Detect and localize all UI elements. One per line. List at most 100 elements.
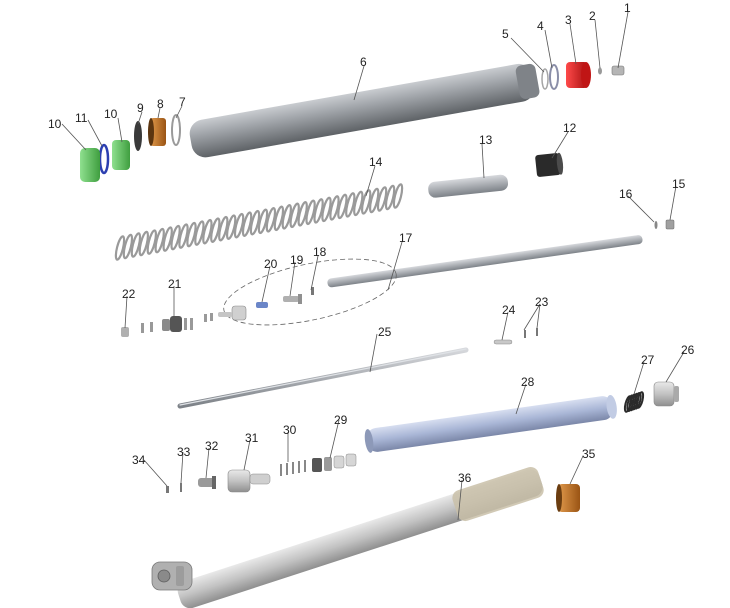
spring-coil bbox=[321, 196, 332, 223]
callout-29: 29 bbox=[334, 413, 348, 427]
spring-coil bbox=[273, 205, 285, 232]
bolt-part-22 bbox=[121, 327, 129, 337]
spring-coil bbox=[194, 220, 205, 246]
spring-coil bbox=[146, 229, 158, 255]
spring-coil bbox=[297, 201, 308, 227]
spring-coil bbox=[329, 195, 340, 221]
callout-13: 13 bbox=[479, 133, 493, 147]
spring-coil bbox=[360, 189, 372, 215]
callout-28: 28 bbox=[521, 375, 535, 389]
spring-coil bbox=[114, 235, 126, 261]
spring-coil bbox=[186, 221, 197, 248]
green-bushing-part-10-right bbox=[112, 140, 130, 170]
spring-coil bbox=[368, 187, 380, 214]
spring-coil bbox=[178, 223, 189, 249]
spring-coil bbox=[241, 211, 253, 237]
callout-27: 27 bbox=[641, 353, 655, 367]
callout-22: 22 bbox=[122, 287, 136, 301]
callout-23: 23 bbox=[535, 295, 549, 309]
o-ring-part-4 bbox=[549, 64, 559, 90]
blue-seal-ring-part-11 bbox=[98, 143, 110, 175]
callout-10-right: 10 bbox=[104, 107, 118, 121]
spring-coil bbox=[202, 218, 213, 245]
callout-26: 26 bbox=[681, 343, 695, 357]
cap-part-26 bbox=[653, 381, 679, 407]
bronze-bushing-part-35 bbox=[556, 484, 580, 512]
washer-part-7 bbox=[171, 114, 181, 146]
callout-16: 16 bbox=[619, 187, 633, 201]
spring-coil bbox=[162, 226, 173, 252]
spring-coil bbox=[384, 184, 396, 211]
lower-leg-part-36 bbox=[151, 466, 544, 608]
black-spacer-part-12 bbox=[535, 152, 564, 177]
callout-2: 2 bbox=[589, 9, 596, 23]
valve-pin-part-19 bbox=[283, 294, 302, 304]
spring-coil bbox=[376, 186, 388, 212]
callout-5: 5 bbox=[502, 27, 509, 41]
leader-lines bbox=[61, 11, 685, 521]
spring-coil bbox=[337, 193, 348, 220]
outer-tube-part-6 bbox=[189, 63, 540, 158]
callout-10-left: 10 bbox=[48, 117, 62, 131]
cartridge-group-ellipse bbox=[223, 258, 397, 326]
callout-14: 14 bbox=[369, 155, 383, 169]
callout-6: 6 bbox=[360, 55, 367, 69]
spring-coil bbox=[635, 391, 645, 409]
o-ring-part-33 bbox=[180, 483, 182, 492]
small-ring-part-2 bbox=[598, 67, 602, 75]
adjuster-part-32 bbox=[198, 476, 216, 489]
spring-coil bbox=[130, 232, 142, 258]
spring-coil bbox=[265, 207, 277, 233]
spring-coil bbox=[218, 215, 229, 242]
callout-4: 4 bbox=[537, 19, 544, 33]
spring-coil bbox=[154, 227, 165, 254]
spring-coil bbox=[257, 208, 269, 235]
spring-coil bbox=[170, 224, 181, 251]
dark-ring-part-9 bbox=[134, 121, 142, 151]
spring-coil bbox=[233, 212, 245, 239]
spring-part-27 bbox=[623, 391, 645, 413]
shims-part-30 bbox=[280, 460, 306, 476]
callout-17: 17 bbox=[399, 231, 413, 245]
bronze-bushing-part-8 bbox=[148, 118, 166, 146]
callout-15: 15 bbox=[672, 177, 686, 191]
callout-20: 20 bbox=[264, 257, 278, 271]
callout-19: 19 bbox=[290, 253, 304, 267]
blue-spring-part-20 bbox=[256, 302, 268, 308]
preload-spacer-part-13 bbox=[428, 174, 509, 198]
callout-32: 32 bbox=[205, 439, 219, 453]
long-rod-part-25 bbox=[177, 347, 469, 409]
washer-part-16 bbox=[654, 221, 658, 229]
callout-18: 18 bbox=[313, 245, 327, 259]
callout-1: 1 bbox=[624, 1, 631, 15]
callout-33: 33 bbox=[177, 445, 191, 459]
spring-coil bbox=[353, 190, 364, 217]
callout-30: 30 bbox=[283, 423, 297, 437]
callout-3: 3 bbox=[565, 13, 572, 27]
callout-12: 12 bbox=[563, 121, 577, 135]
callout-11: 11 bbox=[75, 111, 88, 125]
spring-coil bbox=[281, 204, 293, 230]
spring-coil bbox=[345, 192, 356, 218]
callout-25: 25 bbox=[378, 325, 392, 339]
spring-coil bbox=[313, 198, 324, 224]
base-valve-part-21 bbox=[141, 316, 193, 333]
washer-part-5 bbox=[541, 68, 549, 90]
spring-coil bbox=[392, 183, 404, 209]
piston-rod-part-17 bbox=[327, 235, 643, 288]
callout-8: 8 bbox=[157, 97, 164, 111]
shim-part-18 bbox=[311, 287, 314, 295]
callout-31: 31 bbox=[245, 431, 259, 445]
small-rings-part-23 bbox=[524, 328, 538, 338]
piston-assembly bbox=[204, 305, 247, 322]
callout-9: 9 bbox=[137, 101, 144, 115]
spring-coil bbox=[122, 233, 134, 260]
callout-35: 35 bbox=[582, 447, 596, 461]
green-bushing-part-10-left bbox=[80, 148, 100, 182]
spring-coil bbox=[249, 209, 261, 236]
spring-coil bbox=[305, 199, 316, 226]
valve-body-part-31 bbox=[227, 469, 271, 493]
callout-36: 36 bbox=[458, 471, 472, 485]
clip-part-34 bbox=[166, 486, 169, 493]
